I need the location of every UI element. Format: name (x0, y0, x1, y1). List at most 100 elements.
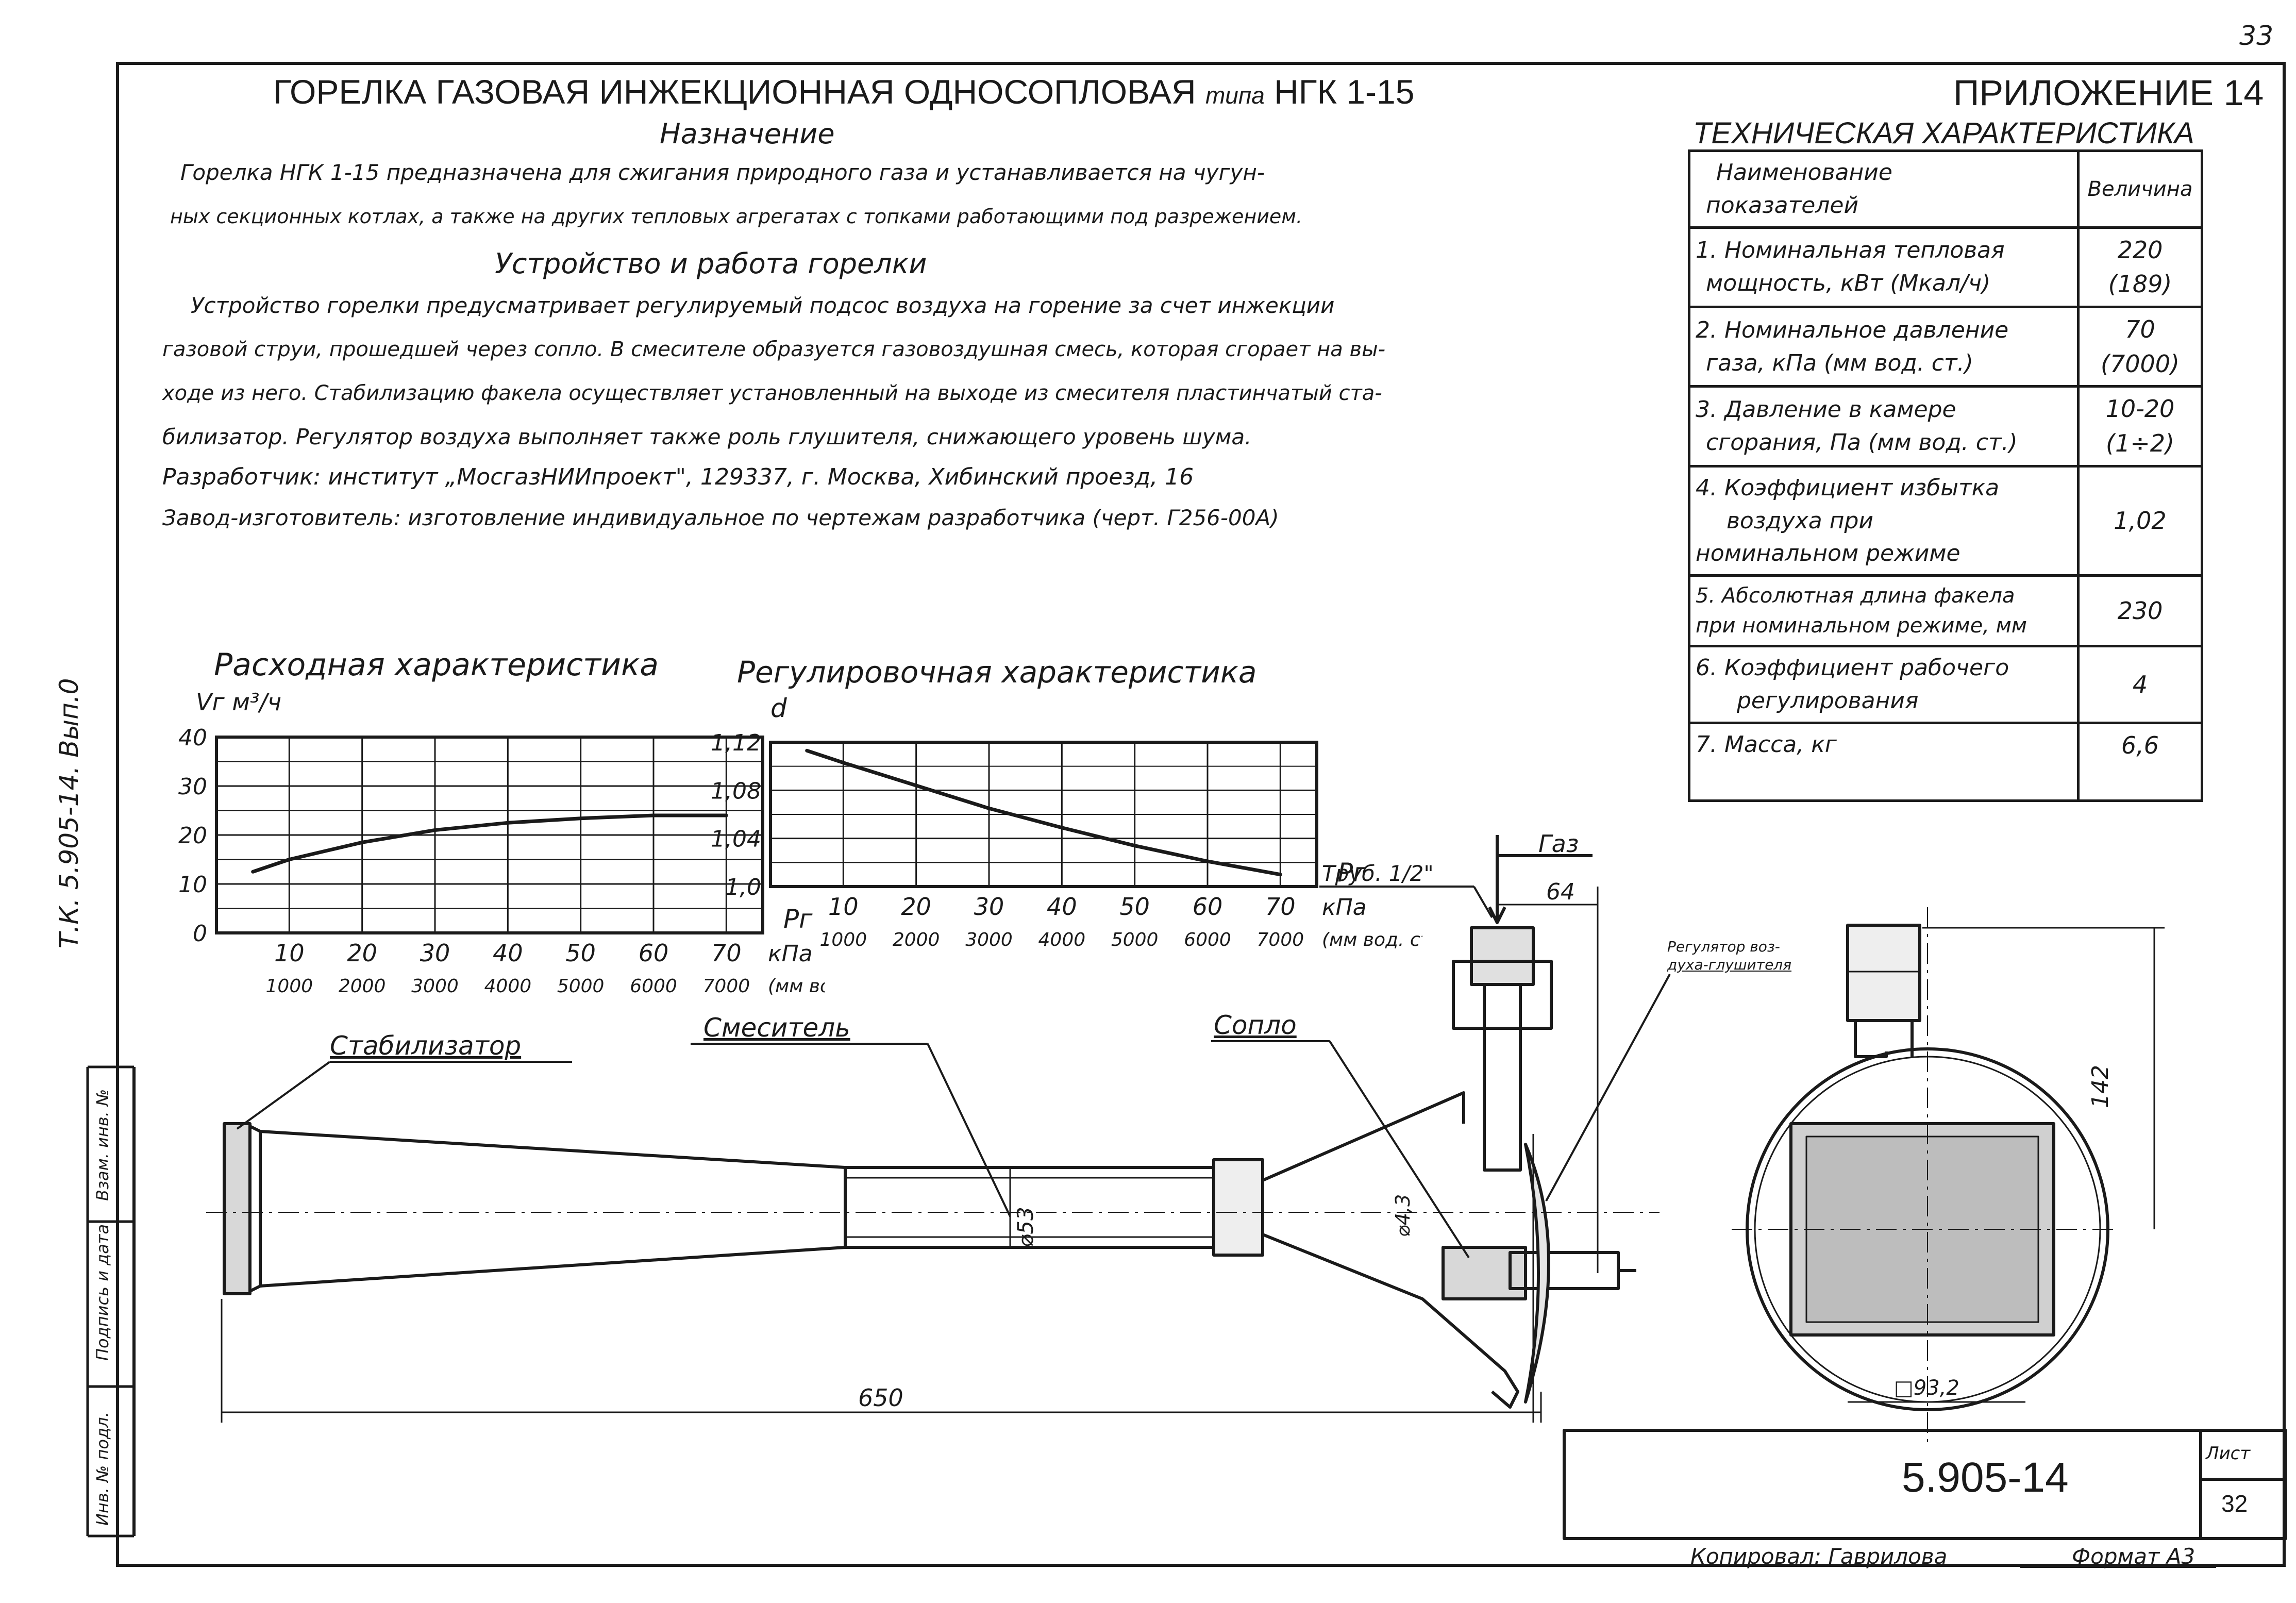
x-tick-label: 70 (711, 939, 742, 967)
x-tick-label-secondary: 2000 (339, 976, 386, 997)
side-column-lines (86, 1065, 134, 1538)
operation-heading: Устройство и работа горелки (495, 247, 927, 280)
y-tick-label: 0 (193, 921, 207, 947)
x-tick-label-secondary: 2000 (893, 929, 940, 950)
x-tick-label: 20 (347, 939, 377, 967)
x-tick-label: 30 (420, 939, 450, 967)
x-unit-label-secondary: (мм вод. ст.) (768, 976, 825, 997)
x-tick-label-secondary: 1000 (820, 929, 867, 950)
y-tick-label: 30 (178, 774, 207, 800)
spec-value: 6,6 (2077, 721, 2203, 802)
x-tick-label-secondary: 5000 (557, 976, 605, 997)
spec-value: 4 (2077, 645, 2203, 724)
y-tick-label: 1,0 (725, 874, 761, 900)
operation-line-4: билизатор. Регулятор воздуха выполняет т… (162, 424, 1252, 449)
doc-number: 5.905-14 (1902, 1454, 2069, 1501)
label-stabilizer: Стабилизатор (330, 1031, 522, 1061)
x-tick-label: 30 (974, 893, 1004, 921)
x-tick-label: 60 (1193, 893, 1223, 921)
x-axis-label: Pг (783, 904, 813, 934)
col1-header-line-1: Наименование (1716, 159, 1892, 186)
purpose-heading: Назначение (660, 118, 835, 150)
diffuser-cone (260, 1130, 846, 1288)
x-tick-label-secondary: 5000 (1111, 929, 1159, 950)
operation-line-2: газовой струи, прошедшей через сопло. В … (162, 338, 1386, 361)
dim-650-label: 650 (858, 1384, 903, 1412)
spec-name-line-1: 5. Абсолютная длина факела (1696, 584, 2015, 608)
dim-64-label: 64 (1546, 879, 1575, 905)
nozzle-leader-diag (1329, 1040, 1470, 1259)
x-tick-label-secondary: 6000 (1184, 929, 1231, 950)
purpose-line-1: Горелка НГК 1-15 предназначена для сжига… (180, 160, 1265, 185)
dim-sq-label: □93,2 (1894, 1376, 1959, 1400)
spec-name-line-2: регулирования (1737, 687, 1919, 714)
page-number: 33 (2239, 21, 2274, 52)
x-unit-label: кПа (1322, 894, 1367, 921)
x-tick-label-secondary: 1000 (266, 976, 313, 997)
dim-142-label: 142 (2087, 1065, 2114, 1108)
page-title: ГОРЕЛКА ГАЗОВАЯ ИНЖЕКЦИОННАЯ ОДНОСОПЛОВА… (273, 72, 1414, 111)
label-gas: Газ (1538, 830, 1579, 858)
chart2-title: Регулировочная характеристика (737, 655, 1257, 690)
spec-name: 1. Номинальная тепловая мощность, кВт (М… (1688, 226, 2080, 308)
x-tick-label: 20 (901, 893, 931, 921)
tech-spec-header-row: Наименование показателей Величина (1688, 149, 2203, 229)
mixer-leader-diag (927, 1043, 1011, 1217)
chart1-title: Расходная характеристика (214, 647, 659, 683)
spec-name-line-1: 7. Масса, кг (1696, 731, 1837, 758)
spec-name: 2. Номинальное давление газа, кПа (мм во… (1688, 305, 2080, 388)
table-row: 1. Номинальная тепловая мощность, кВт (М… (1688, 226, 2203, 308)
stabilizer-leader-diag (236, 1061, 331, 1130)
x-tick-label: 40 (1047, 893, 1077, 921)
spec-name: 3. Давление в камере сгорания, Па (мм во… (1688, 385, 2080, 467)
x-axis-label: Pг (1337, 858, 1367, 888)
spec-name-line-2: мощность, кВт (Мкал/ч) (1706, 270, 1991, 297)
tech-spec-heading: ТЕХНИЧЕСКАЯ ХАРАКТЕРИСТИКА (1693, 116, 2194, 150)
x-tick-label-secondary: 4000 (1038, 929, 1086, 950)
spec-name-line-3: номинальном режиме (1696, 540, 1960, 567)
sheet-number: 32 (2221, 1490, 2248, 1517)
tech-spec-table: Наименование показателей Величина 1. Ном… (1688, 149, 2203, 802)
mixer-tube (844, 1166, 1264, 1249)
series-line (251, 813, 728, 874)
dim-d43-label: ⌀4,3 (1392, 1194, 1414, 1237)
air-regulator-disk (1524, 1143, 1550, 1404)
copied-by: Копировал: Гаврилова (1690, 1544, 1948, 1569)
sheet-frame (116, 62, 2286, 1567)
spec-name-line-1: 1. Номинальная тепловая (1696, 237, 2005, 264)
operation-line-1: Устройство горелки предусматривает регул… (191, 293, 1335, 318)
format-label: Формат А3 (2072, 1544, 2196, 1569)
spec-name-line-1: 3. Давление в камере (1696, 396, 1956, 423)
end-view-neck (1854, 1021, 1914, 1058)
spec-name-line-2: воздуха при (1727, 507, 1873, 534)
label-pipe: Труб. 1/2" (1322, 861, 1434, 886)
table-row: 5. Абсолютная длина факела при номинальн… (1688, 574, 2203, 648)
sheet-label: Лист (2206, 1443, 2251, 1464)
nozzle-holder (1442, 1246, 1527, 1300)
label-regulator-1: Регулятор воз- (1667, 938, 1780, 955)
x-tick-label-secondary: 4000 (484, 976, 532, 997)
spec-name-line-2: при номинальном режиме, мм (1696, 614, 2027, 638)
chart1-ylabel: Vг м³/ч (196, 688, 282, 716)
chart2-ylabel: d (770, 693, 787, 723)
title-main: ГОРЕЛКА ГАЗОВАЯ ИНЖЕКЦИОННАЯ ОДНОСОПЛОВА… (273, 73, 1196, 111)
x-tick-label: 50 (565, 939, 596, 967)
dim-d53-label: ⌀53 (1013, 1207, 1038, 1247)
x-tick-label-secondary: 3000 (411, 976, 459, 997)
y-tick-label: 1,12 (711, 730, 761, 756)
x-tick-label-secondary: 6000 (630, 976, 677, 997)
appendix-label: ПРИЛОЖЕНИЕ 14 (1953, 73, 2264, 113)
x-tick-label-secondary: 3000 (965, 929, 1013, 950)
y-tick-label: 10 (178, 872, 207, 898)
x-unit-label-secondary: (мм вод. ст.) (1322, 929, 1422, 950)
purpose-line-2: ных секционных котлах, а также на других… (170, 205, 1303, 228)
spec-name: 6. Коэффициент рабочего регулирования (1688, 645, 2080, 724)
spec-value: 1,02 (2077, 464, 2203, 577)
pipe-fitting-body (1452, 960, 1553, 1030)
pipe-leader-diag (1473, 886, 1493, 919)
y-tick-label: 1,08 (711, 778, 761, 804)
spec-name-line-1: 2. Номинальное давление (1696, 316, 2009, 343)
